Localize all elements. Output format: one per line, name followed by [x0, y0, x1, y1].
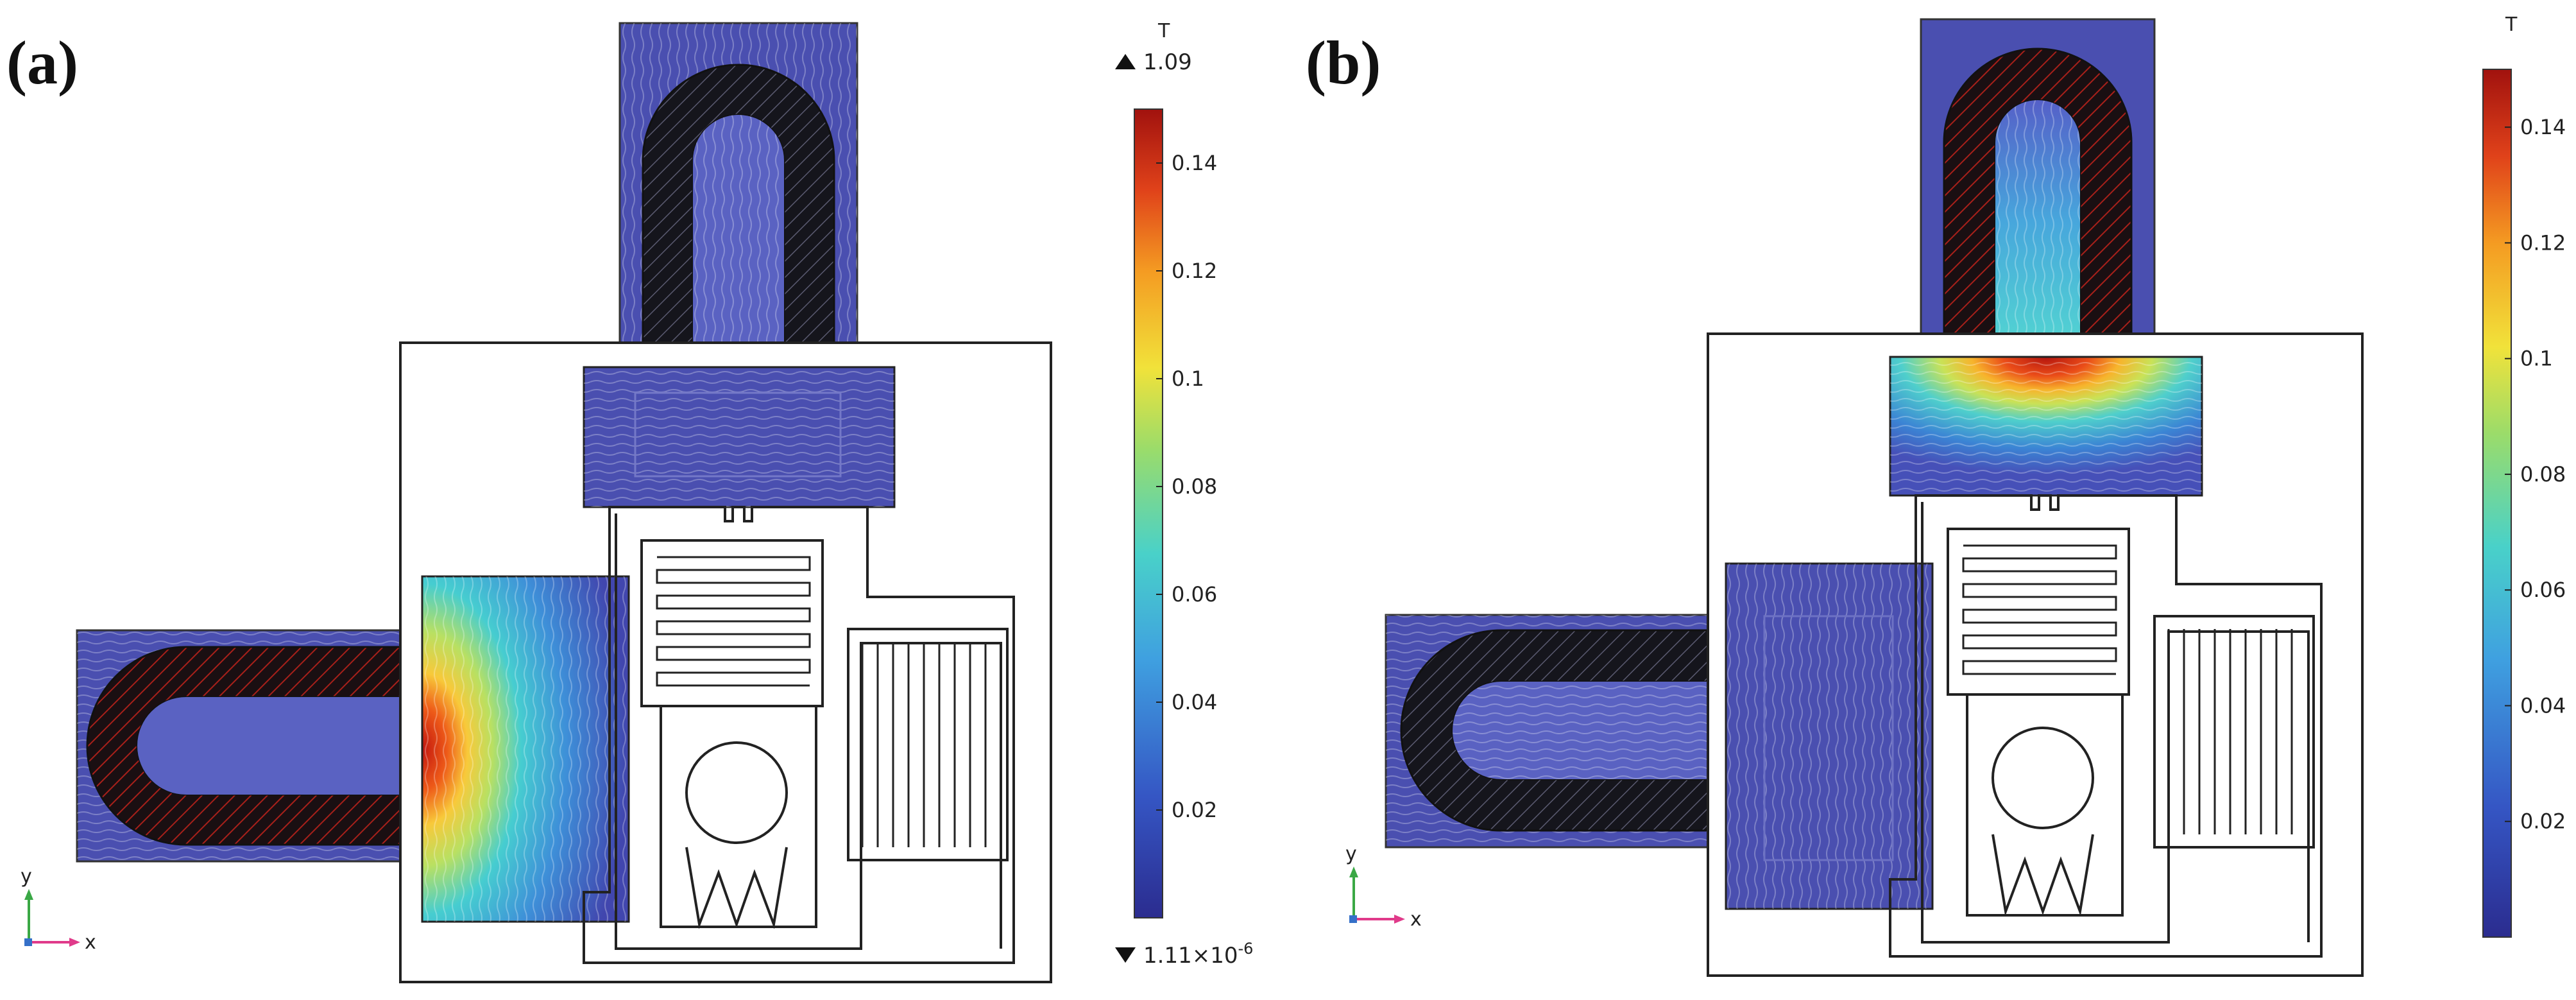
panel-b-serpentine-spring	[1962, 544, 2117, 675]
panel-b-colorbar-tick-label: 0.06	[2520, 578, 2566, 602]
panel-b-mechanism	[1889, 494, 2323, 958]
panel-b-left-steel	[1725, 562, 1934, 910]
panel-a-serpentine-spring	[656, 556, 811, 687]
svg-text:1.11×10-6: 1.11×10-6	[1143, 940, 1253, 969]
panel-b-label: (b)	[1306, 28, 1381, 97]
panel-b-colorbar-tick-label: 0.04	[2520, 693, 2566, 718]
panel-b-top-steel	[1889, 356, 2203, 497]
panel-a-colorbar-unit: T	[1157, 20, 1170, 42]
panel-b-top-magnet	[1920, 18, 2156, 343]
panel-a-y-axis-label: y	[21, 865, 32, 888]
panel-b-colorbar-tick-label: 0.1	[2520, 347, 2553, 371]
panel-b-colorbar-tick-label: 0.08	[2520, 462, 2566, 487]
panel-a-colorbar: T 1.09 0.14 0.12 0.1 0.08 0.06 0.04 0.02 1.11×…	[1115, 20, 1253, 969]
panel-a-colorbar-max: 1.09	[1143, 49, 1192, 75]
panel-a-colorbar-tick-label: 0.14	[1172, 151, 1217, 175]
panel-a-colorbar-tick-label: 0.12	[1172, 259, 1217, 283]
panel-a: (a)	[6, 20, 1253, 983]
panel-a-axis-triad: y x	[21, 865, 96, 954]
panel-b-axis-triad: y x	[1345, 843, 1422, 931]
panel-b: (b)	[1306, 13, 2566, 977]
panel-a-comb-fingers	[861, 642, 987, 847]
panel-a-colorbar-tick-label: 0.02	[1172, 798, 1217, 822]
panel-a-x-axis-label: x	[85, 931, 96, 954]
panel-b-x-axis-label: x	[1410, 908, 1422, 931]
panel-a-colorbar-tick-label: 0.1	[1172, 366, 1204, 391]
panel-b-proof-mass-hole	[1992, 727, 2094, 829]
panel-b-comb-fingers	[2167, 629, 2293, 834]
panel-b-colorbar-ticks: 0.14 0.12 0.1 0.08 0.06 0.04 0.02	[2505, 115, 2566, 834]
panel-b-y-axis-label: y	[1345, 843, 1357, 865]
panel-a-top-magnet	[618, 22, 858, 347]
panel-a-left-magnet	[76, 629, 405, 863]
panel-b-colorbar-tick-label: 0.02	[2520, 809, 2566, 834]
panel-a-min-marker-icon	[1115, 947, 1136, 963]
panel-a-colorbar-tick-label: 0.08	[1172, 474, 1217, 499]
panel-b-colorbar: T 0.14 0.12 0.1 0.08 0.06 0.04 0.02	[2482, 13, 2566, 938]
panel-b-colorbar-unit: T	[2505, 13, 2518, 36]
panel-a-top-steel	[583, 366, 896, 508]
panel-a-colorbar-min: 1.11×10	[1143, 943, 1238, 969]
panel-a-proof-mass-hole	[685, 741, 788, 844]
panel-a-left-steel	[421, 575, 630, 923]
panel-a-label: (a)	[6, 28, 78, 97]
panel-a-mechanism	[583, 506, 1015, 964]
panel-b-colorbar-tick-label: 0.14	[2520, 115, 2566, 139]
panel-a-colorbar-ticks: 0.14 0.12 0.1 0.08 0.06 0.04 0.02	[1156, 151, 1217, 822]
panel-b-left-magnet	[1385, 614, 1712, 849]
panel-a-colorbar-tick-label: 0.04	[1172, 690, 1217, 714]
panel-a-colorbar-tick-label: 0.06	[1172, 582, 1217, 607]
panel-b-colorbar-tick-label: 0.12	[2520, 230, 2566, 255]
panel-a-colorbar-min-exponent: -6	[1238, 940, 1253, 958]
panel-a-max-marker-icon	[1115, 54, 1136, 69]
